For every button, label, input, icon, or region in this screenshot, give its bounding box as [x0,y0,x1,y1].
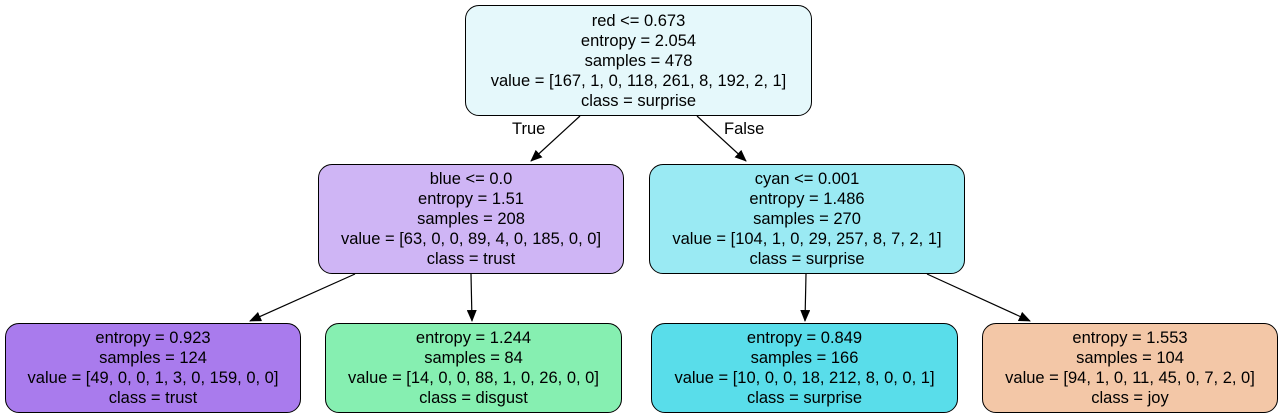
node-value: value = [63, 0, 0, 89, 4, 0, 185, 0, 0] [340,230,602,248]
node-samples: samples = 478 [584,51,693,70]
node-samples: samples = 208 [417,210,525,228]
edge-right-rightright [926,273,1031,322]
node-value: value = [167, 1, 0, 118, 261, 8, 192, 2,… [490,71,787,90]
node-samples: samples = 270 [753,210,861,228]
edge-root-right [696,115,747,162]
node-split: blue <= 0.0 [429,170,513,188]
edge-left-leftright [466,273,477,322]
edge-left-leftleft [249,273,356,322]
node-class: class = trust [426,250,516,268]
tree-node-right: cyan <= 0.001 entropy = 1.486 samples = … [649,164,965,274]
node-split: cyan <= 0.001 [754,170,860,188]
tree-node-root: red <= 0.673 entropy = 2.054 samples = 4… [465,5,812,116]
edge-root-left [530,115,581,162]
tree-leaf-right-right: entropy = 1.553 samples = 104 value = [9… [982,323,1278,413]
node-value: value = [10, 0, 0, 18, 212, 8, 0, 0, 1] [674,369,935,387]
node-entropy: entropy = 2.054 [580,31,697,50]
node-value: value = [14, 0, 0, 88, 1, 0, 26, 0, 0] [348,369,599,387]
tree-leaf-left-left: entropy = 0.923 samples = 124 value = [4… [5,323,301,413]
node-class: class = joy [1091,389,1169,407]
node-samples: samples = 84 [424,349,523,367]
node-class: class = surprise [580,91,697,110]
node-entropy: entropy = 0.849 [746,329,863,347]
tree-node-left: blue <= 0.0 entropy = 1.51 samples = 208… [318,164,624,274]
node-entropy: entropy = 1.553 [1072,329,1188,347]
tree-leaf-left-right: entropy = 1.244 samples = 84 value = [14… [325,323,622,413]
node-split: red <= 0.673 [591,11,686,30]
node-class: class = disgust [419,389,528,407]
tree-leaf-right-left: entropy = 0.849 samples = 166 value = [1… [651,323,958,413]
node-samples: samples = 166 [750,349,859,367]
node-class: class = surprise [746,389,863,407]
node-class: class = trust [108,389,198,407]
node-value: value = [49, 0, 0, 1, 3, 0, 159, 0, 0] [27,369,279,387]
edge-label-true: True [512,120,546,138]
edge-label-false: False [724,120,765,138]
edge-right-rightleft [800,273,811,322]
node-entropy: entropy = 1.486 [749,190,865,208]
node-samples: samples = 104 [1076,349,1184,367]
node-entropy: entropy = 1.51 [418,190,524,208]
node-class: class = surprise [749,250,865,268]
node-entropy: entropy = 0.923 [95,329,211,347]
node-value: value = [104, 1, 0, 29, 257, 8, 7, 2, 1] [672,230,942,248]
node-entropy: entropy = 1.244 [415,329,532,347]
node-samples: samples = 124 [99,349,207,367]
node-value: value = [94, 1, 0, 11, 45, 0, 7, 2, 0] [1005,369,1255,387]
